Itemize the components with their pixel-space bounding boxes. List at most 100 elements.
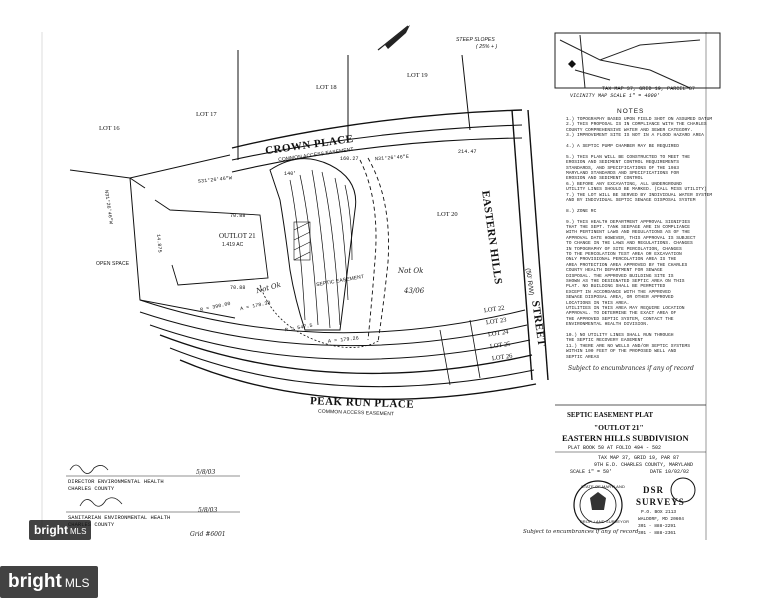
steep-slope-area — [269, 158, 357, 331]
outlot-21-inner — [154, 199, 269, 286]
title-block-scale: SCALE 1" = 50' — [570, 469, 613, 475]
firm-name-1: DSR — [643, 485, 665, 495]
notes-line: WITHIN 100 FEET OF THE PROPOSED WELL AND — [566, 349, 677, 355]
sig2-county: CHARLES COUNTY — [68, 521, 115, 528]
south-curve-3 — [149, 324, 531, 360]
firm-name-2: SURVEYS — [636, 497, 685, 507]
notes-line: 4.) A SEPTIC PUMP CHAMBER MAY BE REQUIRE… — [566, 144, 680, 149]
drainfield-hatch — [293, 221, 311, 261]
lot-line — [129, 177, 146, 189]
notes-line: TO CHANGE IN THE LAWS AND REGULATIONS. C… — [566, 241, 693, 247]
hand-drawn-outline — [259, 284, 381, 348]
lot-19-line — [461, 54, 471, 131]
notes-line: 5.) THIS PLAN WILL BE CONSTRUCTED TO MEE… — [566, 154, 691, 160]
crown-place-bottom-edge — [231, 137, 523, 173]
watermark-mls-large: MLS — [64, 576, 90, 590]
lot-16-boundary — [69, 154, 231, 179]
notes-line: 9.) THIS HEALTH DEPARTMENT APPROVAL SIGN… — [566, 219, 691, 225]
notes-line: ONLY PROVISIONAL PERCOLATION AREA IS THE — [566, 257, 677, 263]
notes-line: STANDARDS, AND SPECIFICATIONS OF THE 198… — [566, 165, 680, 171]
peak-run-bottom-edge — [179, 359, 537, 401]
north-arrow-shaft — [377, 25, 409, 51]
notes-line: IN TOPOGRAPHY OF SITE PERCOLATION, CHANG… — [566, 246, 682, 252]
notes-line: COUNTY COMPREHENSIVE WATER AND SEWER CAT… — [566, 127, 693, 133]
distance-label-5: 14.875 — [155, 233, 163, 253]
contour-lines — [289, 169, 353, 329]
notes-line: 11.) THERE ARE NO WELLS AND/OR SEPTIC SY… — [566, 343, 691, 349]
watermark-brand-large: bright — [8, 571, 62, 592]
notes-line: EROSION AND SEDIMENT CONTROL REQUIREMENT… — [566, 160, 680, 166]
firm-logo-circle — [670, 477, 696, 503]
outlot-21-west-boundary — [129, 177, 236, 319]
peak-run-top-edge — [159, 334, 533, 375]
vicinity-map-caption: VICINITY MAP SCALE 1" = 4000' — [570, 93, 660, 99]
septic-easement-line-2 — [367, 157, 389, 343]
notes-line: MARYLAND STANDARDS AND SPECIFICATIONS FO… — [566, 171, 680, 176]
distance-label-3: 70.88 — [230, 213, 246, 219]
notes-heading: NOTES — [617, 108, 645, 115]
sig-handnote: Grid #6001 — [190, 531, 226, 538]
notes-line: WITH PERTINENT LAWS AND REGULATIONS AS O… — [566, 230, 691, 236]
hand-note-not-ok-2: Not Ok — [398, 267, 424, 275]
notes-line: 1.) TOPOGRAPHY BASED UPON FIELD SHOT ON … — [566, 117, 713, 122]
notes-line: SHOWN AS THE DESIGNATED SEPTIC AREA ON T… — [566, 279, 685, 284]
distance-label-1: 160.27 — [340, 156, 359, 162]
signature-scribble-2 — [79, 497, 123, 507]
notes-line: 3.) IMPROVEMENT SITE IS NOT IN A FLOOD H… — [566, 133, 704, 139]
title-block-subdivision: EASTERN HILLS SUBDIVISION — [562, 433, 689, 443]
lot-19-label: LOT 19 — [407, 72, 428, 79]
notes-line: APPROVAL. TO DETERMINE THE EXACT AREA OF — [566, 311, 677, 317]
vicinity-site-marker — [568, 60, 576, 68]
notes-line: EROSION AND SEDIMENT CONTROL — [566, 176, 644, 182]
title-block-district: 9TH E.D. CHARLES COUNTY, MARYLAND — [594, 462, 694, 468]
distance-label-4: 70.88 — [230, 285, 246, 291]
south-curve-1 — [139, 299, 526, 334]
lot-16-label: LOT 16 — [99, 125, 120, 132]
firm-phone-1: 301 - 888-2291 — [638, 524, 676, 529]
firm-city: WALDORF, MD 20604 — [638, 517, 684, 522]
subject-encumbrance-1: Subject to encumbrances if any of record — [568, 365, 694, 372]
signature-scribble-1 — [69, 464, 109, 474]
distance-label-2: 214.47 — [458, 149, 477, 155]
outlot-label: OUTLOT 21 — [219, 232, 256, 240]
sig2-title: SANITARIAN ENVIRONMENTAL HEALTH — [68, 514, 171, 521]
peak-run-mid-edge — [169, 347, 535, 388]
notes-line: AREA PROTECTION AREA APPROVED BY THE CHA… — [566, 262, 688, 268]
notes-line: SEPTIC AREAS — [566, 354, 600, 360]
title-block-date: DATE 10/02/02 — [650, 469, 690, 475]
notes-line: COUNTY HEALTH DEPARTMENT FOR SEWAGE — [566, 268, 663, 274]
notes-line: AND BY INDIVIDUAL SEPTIC SEWAGE DISPOSAL… — [566, 198, 696, 203]
outlot-area: 1.419 AC — [222, 242, 244, 248]
notes-line: 7.) THE LOT WILL BE SERVED BY INDIVIDUAL… — [566, 192, 713, 198]
notes-line: UTILITIES IN THIS AREA MAY REQUIRE LOCAT… — [566, 306, 685, 311]
lot-20-label: LOT 20 — [437, 211, 458, 218]
notes-line: LOCATIONS IN THIS AREA. — [566, 300, 630, 306]
vicinity-tax-map: TAX MAP 37, GRID 19, PARCEL 87 — [602, 86, 696, 92]
notes-line: TO THE PERCOLATION TEST AREA OR EXCAVATI… — [566, 252, 682, 257]
firm-phone-2: 301 - 888-2361 — [638, 531, 676, 536]
steep-slopes-label: STEEP SLOPES — [456, 37, 495, 43]
title-block-outlot: "OUTLOT 21" — [594, 423, 644, 432]
notes-line: THE APPROVED SEPTIC SYSTEM, CONTACT THE — [566, 316, 674, 322]
distance-label-6: 140' — [284, 171, 297, 177]
notes-line: 10.) NO UTILITY LINES SHALL RUN THROUGH — [566, 333, 674, 338]
lot-divisions — [439, 319, 481, 386]
notes-line: PLAT. NO BUILDING SHALL BE PERMITTED — [566, 284, 666, 290]
lot-17-label: LOT 17 — [196, 111, 217, 118]
seal-text-top: STATE OF MARYLAND — [581, 484, 625, 489]
steep-slopes-pct: ( 25% + ) — [476, 44, 498, 50]
notes-line: THAT THE SEPT. TANK SEEPAGE ARE IN COMPL… — [566, 225, 691, 230]
notes-line: ENVIRONMENTAL HEALTH DIVISION. — [566, 322, 649, 328]
watermark-brand: bright — [34, 523, 68, 537]
notes-line: 8.) ZONE RC — [566, 208, 597, 214]
crown-place-mid-edge — [231, 124, 523, 161]
notes-line: APPROVAL DATE HOWEVER, THIS APPROVAL IS … — [566, 235, 696, 241]
notes-line: 6.) BEFORE ANY EXCAVATING, ALL UNDERGROU… — [566, 181, 682, 187]
firm-po-box: P.O. BOX 2113 — [641, 510, 677, 515]
watermark-mls: MLS — [70, 527, 87, 536]
sig1-county: CHARLES COUNTY — [68, 485, 115, 492]
